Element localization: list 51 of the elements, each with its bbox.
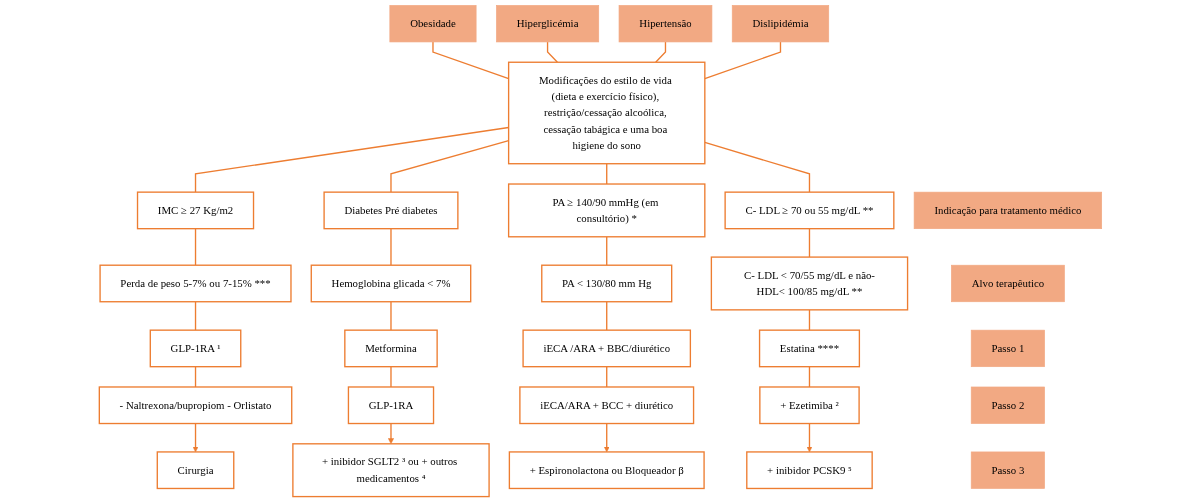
arrow [388, 422, 394, 445]
arrow [603, 422, 610, 453]
node-box: Cirurgia [156, 451, 235, 490]
node-box: Alvo terapêutico [951, 264, 1065, 303]
connector [704, 41, 782, 80]
node-box: Diabetes Pré diabetes [323, 191, 459, 230]
arrow [806, 422, 813, 453]
node-box: Passo 2 [970, 386, 1045, 424]
node-box: Passo 3 [970, 451, 1045, 489]
connector [808, 309, 811, 331]
node-box: Indicação para tratamento médico [913, 191, 1102, 229]
connector [194, 228, 197, 266]
arrow [192, 422, 199, 453]
connector [606, 301, 608, 331]
connector [606, 163, 608, 185]
node-box: IMC ≥ 27 Kg/m2 [136, 191, 255, 230]
node-box: + Ezetimiba ² [759, 386, 860, 425]
node-box: iECA /ARA + BBC/diurético [522, 329, 692, 368]
connector [390, 228, 392, 266]
node-box: Perda de peso 5-7% ou 7-15% *** [99, 264, 292, 303]
node-box: Dislipidémia [731, 5, 830, 43]
node-box: Passo 1 [970, 329, 1045, 368]
connector [390, 366, 392, 388]
node-box: PA ≥ 140/90 mmHg (em consultório) * [507, 183, 706, 238]
node-box: Hemoglobina glicada < 7% [310, 264, 472, 303]
node-box: GLP-1RA ¹ [149, 329, 242, 368]
node-box: + Espironolactona ou Bloqueador β [508, 451, 705, 490]
node-box: Hipertensão [618, 5, 713, 43]
node-box: - Naltrexona/bupropiom - Orlistato [98, 386, 293, 425]
node-box: + inibidor SGLT2 ³ ou + outros medicamentos ⁴ [292, 443, 490, 498]
node-box: + inibidor PCSK9 ⁵ [746, 451, 873, 490]
connector [808, 228, 811, 258]
node-box: Obesidade [389, 5, 477, 43]
connector [655, 41, 667, 63]
node-box: Metformina [344, 329, 438, 368]
node-box: C- LDL < 70/55 mg/dL e não-HDL< 100/85 mg/dL ** [710, 256, 909, 311]
connector [606, 366, 608, 388]
node-box: Modificações do estilo de vida (dieta e exercício físico), restrição/cessação alcoólica, cessação tabágica e uma boa higiene do sono [507, 61, 706, 165]
node-box: PA < 130/80 mm Hg [541, 264, 673, 303]
node-box: GLP-1RA [347, 386, 435, 425]
node-box: Estatina **** [758, 329, 861, 368]
node-box: C- LDL ≥ 70 ou 55 mg/dL ** [724, 191, 895, 230]
node-box: Hiperglicémia [496, 5, 600, 43]
connector [194, 301, 197, 331]
connector [606, 236, 608, 266]
connector [704, 141, 811, 193]
connector [546, 41, 559, 63]
connector [390, 301, 392, 331]
connector [194, 366, 197, 388]
connector [808, 366, 811, 388]
node-box: iECA/ARA + BCC + diurético [519, 386, 695, 425]
